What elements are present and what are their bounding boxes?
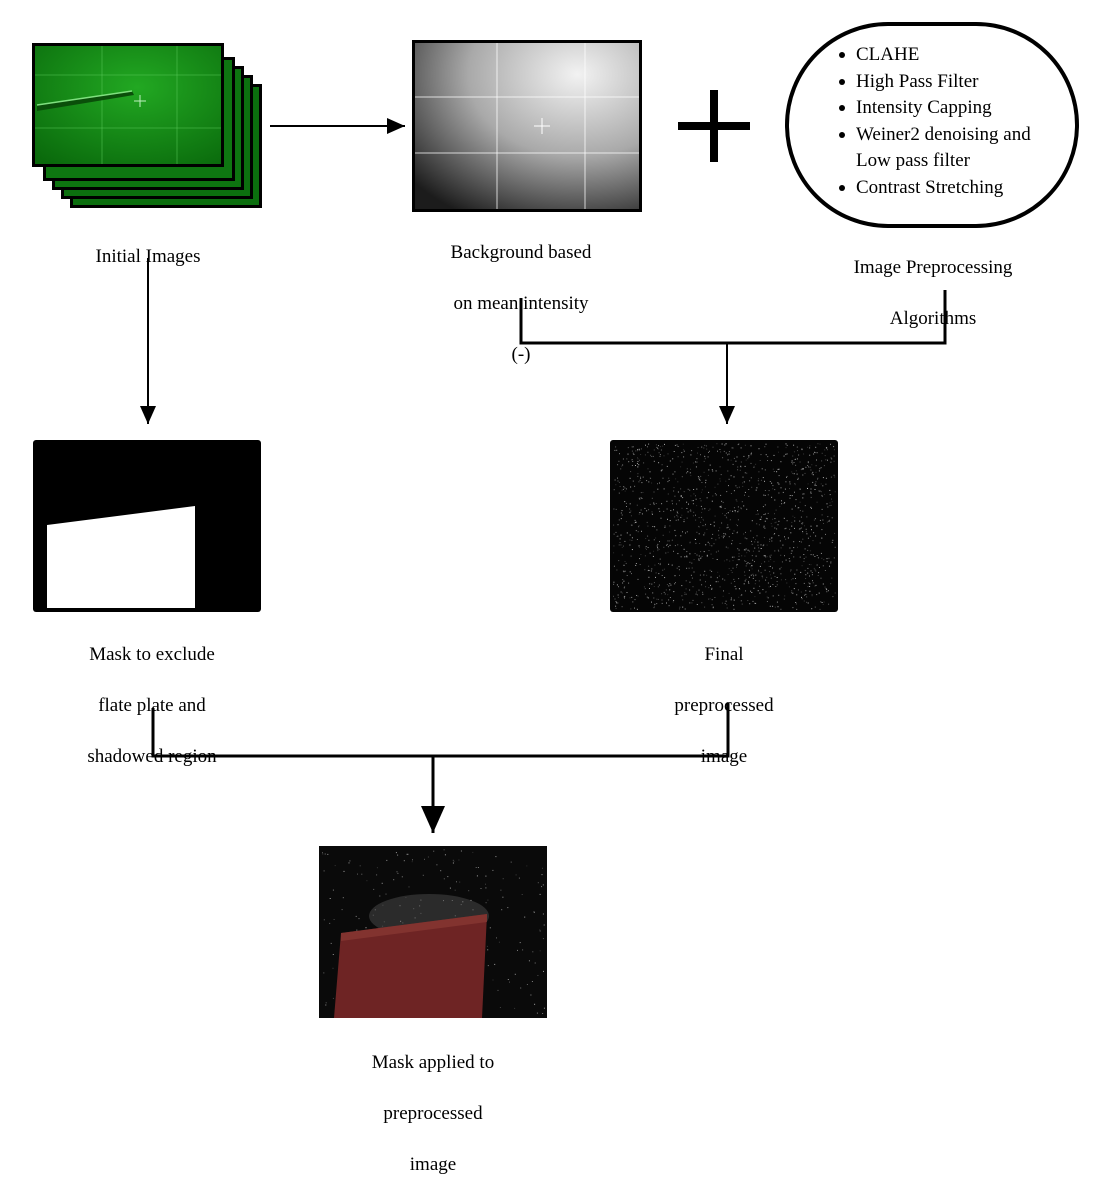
- list-item: High Pass Filter: [838, 69, 1078, 96]
- background-image: [412, 40, 642, 212]
- caption-line: Mask to exclude: [89, 643, 215, 665]
- list-item: CLAHE: [838, 42, 1078, 69]
- caption-line: Initial Images: [95, 245, 201, 267]
- caption-line: shadowed region: [87, 745, 217, 767]
- final-preprocessed-image: [610, 440, 838, 612]
- caption-line: preprocessed: [383, 1102, 483, 1124]
- connectors: [140, 118, 947, 833]
- caption-line: image: [409, 1153, 457, 1175]
- list-item: Weiner2 denoising and: [838, 122, 1078, 149]
- mask-applied-image: [319, 846, 547, 1018]
- initial-images-caption: Initial Images: [48, 218, 248, 295]
- caption-line: on mean intensity: [453, 292, 589, 314]
- caption-line: preprocessed: [674, 694, 774, 716]
- preprocessing-box: [785, 22, 1079, 228]
- initial-images-stack: [30, 40, 266, 212]
- list-item: Contrast Stretching: [838, 175, 1078, 202]
- caption-line: flate plate and: [98, 694, 206, 716]
- background-caption: Background based on mean intensity (-): [411, 214, 631, 393]
- preprocessing-list: CLAHE High Pass Filter Intensity Capping…: [838, 42, 1078, 201]
- result-caption: Mask applied to preprocessed image: [333, 1024, 533, 1203]
- caption-line: Image Preprocessing: [853, 256, 1013, 278]
- caption-line: Final: [704, 643, 744, 665]
- caption-line: (-): [511, 343, 531, 365]
- mask-image: [33, 440, 261, 612]
- mask-caption: Mask to exclude flate plate and shadowed…: [52, 616, 252, 795]
- caption-line: Algorithms: [889, 307, 977, 329]
- caption-line: Background based: [450, 241, 592, 263]
- join-background-preprocessing: [519, 290, 947, 345]
- final-caption: Final preprocessed image: [624, 616, 824, 795]
- preprocessing-caption: Image Preprocessing Algorithms: [830, 229, 1036, 357]
- plus-operator: [678, 90, 750, 162]
- caption-line: image: [700, 745, 748, 767]
- caption-line: Mask applied to: [371, 1051, 495, 1073]
- join-mask-final: [151, 703, 730, 758]
- initial-image-front: [32, 43, 224, 167]
- list-item-continuation: Low pass filter: [856, 150, 970, 171]
- list-item: Intensity Capping: [838, 95, 1078, 122]
